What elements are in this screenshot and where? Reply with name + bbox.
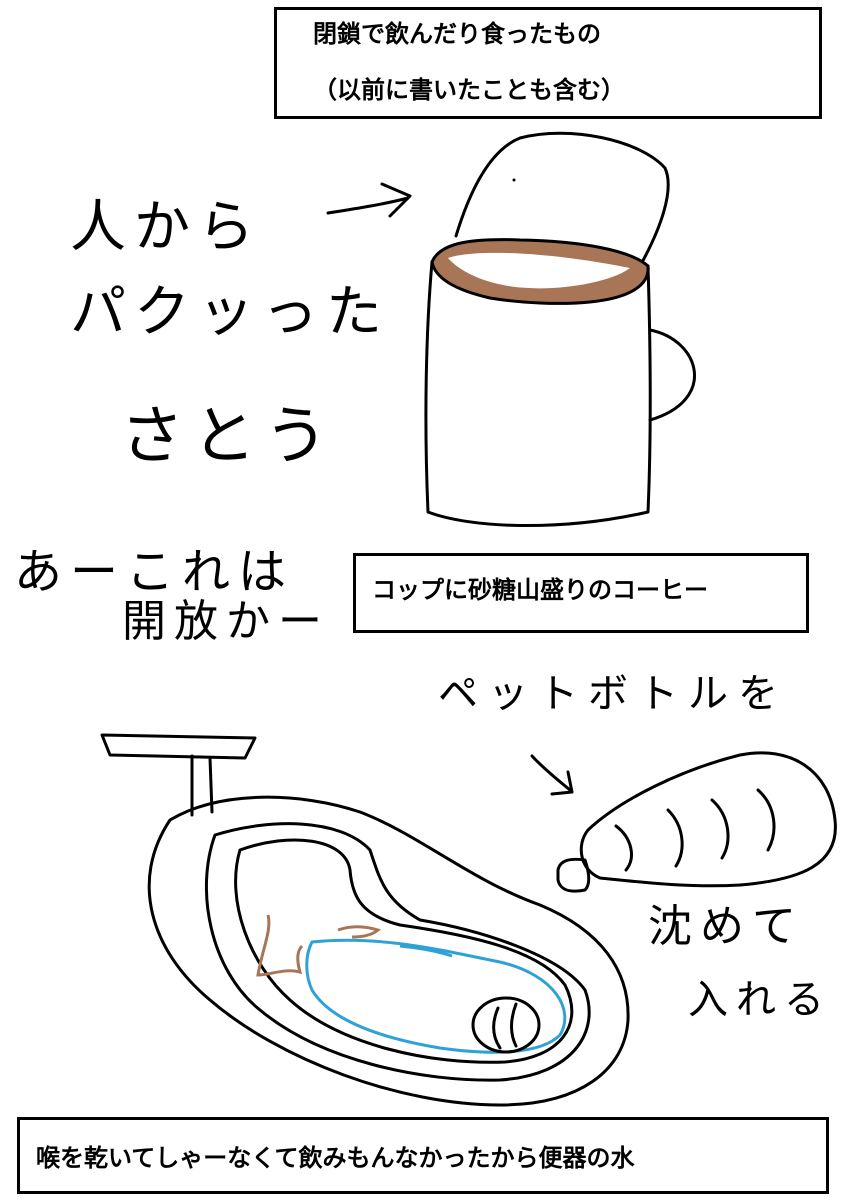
toilet-caption-box: 喉を乾いてしゃーなくて飲みもんなかったから便器の水 xyxy=(17,1117,829,1194)
note-snatched: パクッった xyxy=(70,280,390,345)
pet-bottle-illustration xyxy=(556,751,837,893)
coffee-cup-illustration xyxy=(424,131,696,527)
title-line-1: 閉鎖で飲んだり食ったもの xyxy=(313,20,601,48)
toilet-flush-pipe-illustration xyxy=(100,733,257,817)
note-put-in: 入れる xyxy=(688,977,832,1023)
arrow-to-bottle-icon xyxy=(530,754,574,796)
toilet-caption: 喉を乾いてしゃーなくて飲みもんなかったから便器の水 xyxy=(36,1144,635,1172)
title-line-2: （以前に書いたことも含む） xyxy=(313,76,625,104)
note-this-is: あーこれは xyxy=(14,544,295,600)
coffee-caption-box: コップに砂糖山盛りのコーヒー xyxy=(353,553,809,633)
note-sugar: さとう xyxy=(120,400,336,474)
coffee-caption: コップに砂糖山盛りのコーヒー xyxy=(372,576,708,604)
note-from-people: 人から xyxy=(70,195,262,260)
title-box: 閉鎖で飲んだり食ったもの （以前に書いたことも含む） xyxy=(274,7,822,119)
note-sink: 沈めて xyxy=(648,901,804,952)
arrow-to-cup-icon xyxy=(326,182,412,218)
squat-toilet-illustration xyxy=(147,795,630,1107)
note-pet-bottle: ペットボトルを xyxy=(438,671,788,717)
note-release: 開放かー xyxy=(122,596,330,647)
